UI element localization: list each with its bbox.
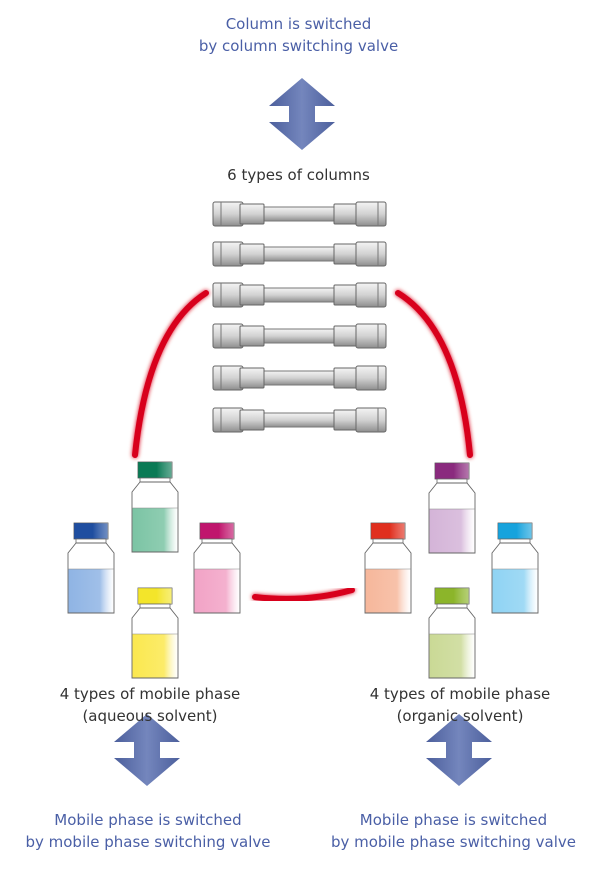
- top-caption-line2: by column switching valve: [198, 37, 399, 55]
- right-group-label: 4 types of mobile phase (organic solvent…: [330, 683, 590, 727]
- column: [212, 241, 387, 267]
- left-loop-arc: [132, 290, 209, 458]
- top-double-arrow: [269, 78, 335, 150]
- bottle-blue: [67, 522, 115, 614]
- right-caption-line2: by mobile phase switching valve: [330, 833, 577, 851]
- right-double-arrow: [426, 714, 492, 786]
- bottom-loop-arc: [252, 587, 355, 602]
- left-caption-line2: by mobile phase switching valve: [25, 833, 271, 851]
- top-caption-line1: Column is switched: [225, 15, 372, 33]
- bottle-orange: [364, 522, 412, 614]
- top-caption: Column is switched by column switching v…: [0, 13, 597, 57]
- left-caption-line1: Mobile phase is switched: [54, 811, 242, 829]
- bottle-groups: [67, 461, 539, 679]
- right-caption: Mobile phase is switched by mobile phase…: [310, 809, 597, 853]
- left-group-line1: 4 types of mobile phase: [59, 685, 241, 703]
- column: [212, 282, 387, 308]
- bottle-olive: [428, 587, 476, 679]
- column: [212, 201, 387, 227]
- bottle-yellow: [131, 587, 179, 679]
- columns-title: 6 types of columns: [227, 166, 370, 184]
- right-caption-line1: Mobile phase is switched: [359, 811, 548, 829]
- column: [212, 323, 387, 349]
- column-stack: [212, 201, 387, 433]
- bottle-green: [131, 461, 179, 553]
- left-group-label: 4 types of mobile phase (aqueous solvent…: [20, 683, 280, 727]
- left-caption: Mobile phase is switched by mobile phase…: [0, 809, 296, 853]
- column: [212, 407, 387, 433]
- bottle-purple: [428, 462, 476, 554]
- right-group-line2: (organic solvent): [396, 707, 524, 725]
- column: [212, 365, 387, 391]
- left-double-arrow: [114, 714, 180, 786]
- left-group-line2: (aqueous solvent): [82, 707, 218, 725]
- bottle-cyan: [491, 522, 539, 614]
- right-loop-arc: [395, 290, 473, 458]
- right-group-line1: 4 types of mobile phase: [369, 685, 551, 703]
- bottle-pink: [193, 522, 241, 614]
- flow-loops: [132, 290, 473, 602]
